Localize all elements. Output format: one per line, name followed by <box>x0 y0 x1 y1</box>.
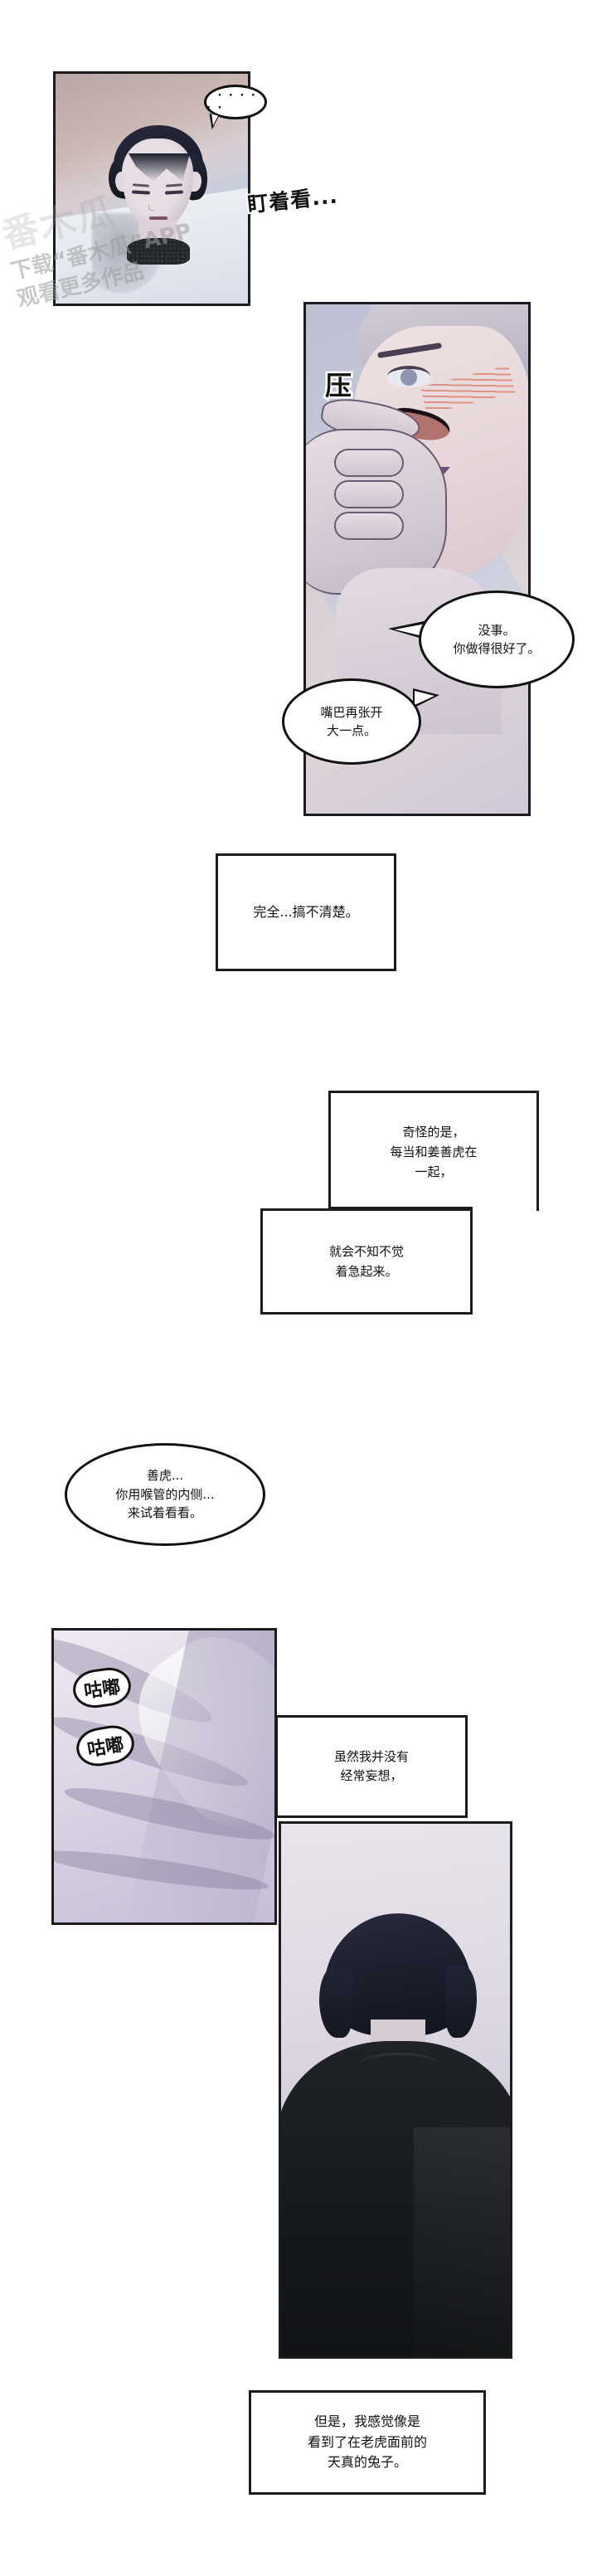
open-wider-line-2: 大一点。 <box>326 723 376 738</box>
fantasy-line-1: 虽然我并没有 <box>333 1748 409 1764</box>
strange-line-2: 每当和姜善虎在 <box>390 1145 478 1159</box>
reassure-line-2: 你做得很好了。 <box>453 641 541 656</box>
nose <box>148 205 153 211</box>
turtleneck-collar <box>127 238 190 265</box>
knuckle-3 <box>334 512 404 540</box>
strange-line-1: 奇怪的是， <box>402 1125 465 1140</box>
impatient-line-1: 就会不知不觉 <box>328 1244 404 1259</box>
open-wider-line-1: 嘴巴再张开 <box>320 704 383 720</box>
impatient-line-2: 着急起来。 <box>335 1264 398 1279</box>
narration-box-strange: 奇怪的是， 每当和姜善虎在 一起， <box>328 1091 539 1211</box>
panel-back-of-head <box>279 1821 512 2359</box>
torso-sweater <box>70 253 248 304</box>
narration-box-impatient: 就会不知不觉 着急起来。 <box>260 1208 473 1315</box>
narration-box-fantasy: 虽然我并没有 经常妄想， <box>275 1715 468 1818</box>
back-shoulders-top <box>281 2041 510 2356</box>
narration-box-rabbit: 但是，我感觉像是 看到了在老虎面前的 天真的兔子。 <box>249 2390 486 2495</box>
tip-line-1: 善虎... <box>146 1468 184 1484</box>
speech-bubble-reassure: 没事。 你做得很好了。 <box>419 591 575 688</box>
knuckle-1 <box>334 449 404 477</box>
fantasy-line-2: 经常妄想， <box>340 1768 403 1783</box>
narration-stepped-group: 奇怪的是， 每当和姜善虎在 一起， 就会不知不觉 着急起来。 <box>260 1091 539 1315</box>
narration-step-divider <box>328 1207 473 1209</box>
speech-bubble-open-wider: 嘴巴再张开 大一点。 <box>282 678 421 765</box>
rabbit-line-3: 天真的兔子。 <box>327 2454 407 2471</box>
narration-box-confused: 完全...搞不清楚。 <box>216 853 396 971</box>
rabbit-line-2: 看到了在老虎面前的 <box>307 2433 427 2450</box>
speech-bubble-ellipsis: · · · · · · · <box>204 85 267 119</box>
rabbit-line-1: 但是，我感觉像是 <box>313 2413 420 2429</box>
speech-bubble-open-wider-tail <box>413 688 439 708</box>
speech-bubble-instruction: 善虎... 你用喉管的内侧... 来试着看看。 <box>65 1443 265 1546</box>
back-hair-shape <box>319 1913 477 2038</box>
back-collar-line <box>361 2053 437 2074</box>
reassure-line-1: 没事。 <box>478 622 516 638</box>
tip-line-3: 来试着看看。 <box>127 1505 202 1521</box>
knuckle-2 <box>334 480 404 508</box>
narration-confused-text: 完全...搞不清楚。 <box>253 903 359 920</box>
strange-line-3: 一起， <box>415 1164 453 1179</box>
sfx-stare-text: 盯着看... <box>245 182 341 218</box>
bubble-ellipsis-text: · · · · · · · <box>206 90 257 114</box>
tip-line-2: 你用喉管的内侧... <box>115 1486 215 1502</box>
mouth <box>149 216 167 220</box>
sfx-press-text: 压 <box>323 368 353 404</box>
iris <box>400 369 417 386</box>
